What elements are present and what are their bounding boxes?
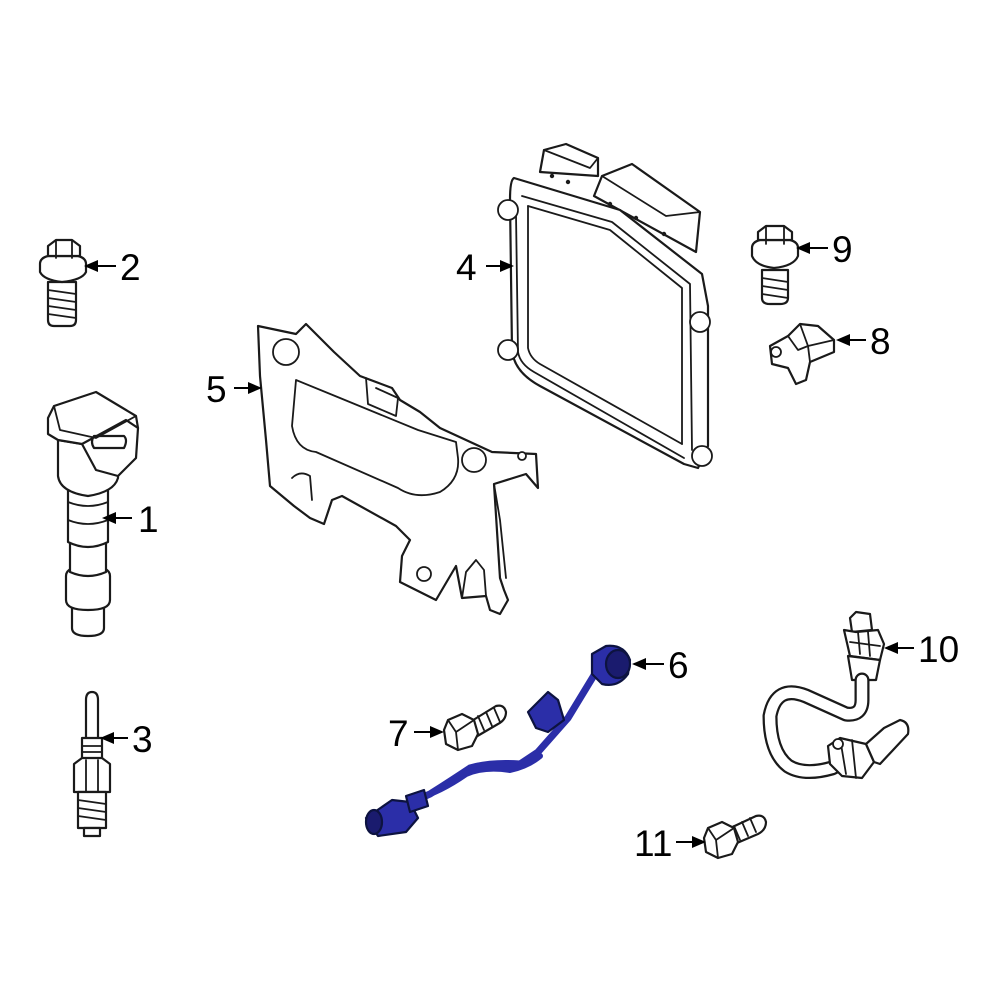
part-10-oxygen-sensor[interactable] — [762, 610, 910, 780]
callout-number-6: 6 — [668, 645, 689, 686]
callout-number-5: 5 — [206, 369, 227, 410]
arrowhead-2 — [84, 260, 98, 272]
callout-6: 6 — [632, 645, 689, 686]
callout-8: 8 — [836, 321, 891, 362]
part-9-bolt[interactable] — [750, 224, 800, 306]
arrowhead-5 — [248, 382, 262, 394]
callout-number-10: 10 — [918, 629, 959, 670]
callout-number-2: 2 — [120, 247, 141, 288]
callout-number-8: 8 — [870, 321, 891, 362]
callout-number-3: 3 — [132, 719, 153, 760]
arrowhead-1 — [102, 512, 116, 524]
callout-3: 3 — [100, 719, 153, 760]
arrowhead-7 — [430, 726, 444, 738]
part-1-ignition-coil[interactable] — [46, 390, 140, 638]
callout-9: 9 — [796, 229, 853, 270]
callout-2: 2 — [84, 247, 141, 288]
callout-number-9: 9 — [832, 229, 853, 270]
arrowhead-9 — [796, 242, 810, 254]
arrowhead-11 — [692, 836, 706, 848]
callout-number-4: 4 — [456, 247, 477, 288]
part-2-bolt[interactable] — [38, 238, 88, 328]
part-4-engine-control-module[interactable] — [497, 142, 713, 470]
callout-7: 7 — [388, 713, 444, 754]
part-8-sensor[interactable] — [768, 322, 836, 386]
callout-10: 10 — [884, 629, 959, 670]
arrowhead-4 — [500, 260, 514, 272]
arrowhead-3 — [100, 732, 114, 744]
arrowhead-8 — [836, 334, 850, 346]
part-7-bolt[interactable] — [442, 704, 508, 752]
part-5-mounting-bracket[interactable] — [256, 322, 540, 616]
callout-number-1: 1 — [138, 499, 159, 540]
part-3-spark-plug[interactable] — [72, 690, 112, 838]
part-11-bolt[interactable] — [702, 814, 768, 860]
callout-1: 1 — [102, 499, 159, 540]
callout-number-7: 7 — [388, 713, 409, 754]
part-6-sensor-harness[interactable] — [364, 644, 632, 838]
callout-5: 5 — [206, 369, 262, 410]
callout-4: 4 — [456, 247, 514, 288]
arrowhead-10 — [884, 642, 898, 654]
callout-number-11: 11 — [634, 823, 672, 864]
callout-11: 11 — [634, 823, 706, 864]
arrowhead-6 — [632, 658, 646, 670]
